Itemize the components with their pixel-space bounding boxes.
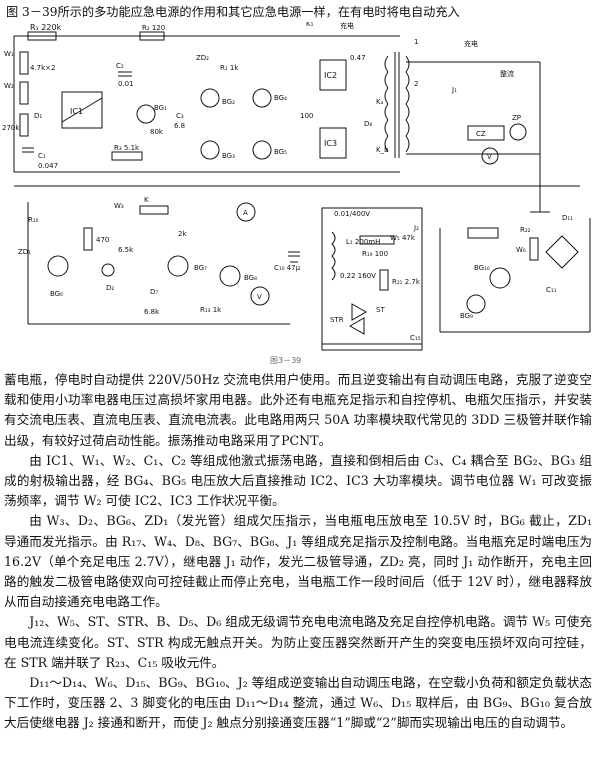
label-k1: 4.7k×2 (30, 64, 56, 72)
label-ka: Kₐ (376, 98, 384, 106)
label-c001: 0.01 (118, 80, 134, 88)
label-zp: ZP (512, 114, 521, 122)
label-ic2: IC2 (324, 71, 337, 80)
label-c3: C₃ (176, 112, 184, 120)
label-c11: C₁₁ (546, 286, 557, 294)
label-two: 2 (414, 80, 418, 88)
label-d1: D₁ (34, 112, 42, 120)
label-r270: 270k (2, 124, 20, 132)
label-r10: R₁₀ (28, 216, 39, 224)
figure-number: 图3－39 (270, 356, 302, 365)
caption-line: 图 3－39所示的多功能应急电源的作用和其它应急电源一样，在有电时将电自动充入 (6, 5, 460, 19)
label-j1: J₁ (451, 86, 457, 94)
label-bg7: BG₇ (194, 264, 207, 272)
label-bg3: BG₃ (222, 152, 235, 160)
label-bg10: BG₁₀ (474, 264, 490, 272)
label-c047: 0.47 (350, 54, 366, 62)
label-r27k: R₂₁ 2.7k (392, 278, 421, 286)
circuit-schematic: R₁ 220k W₁ 4.7k×2 W₂ D₁ 270k IC1 C₁ 0.04… (2, 22, 591, 351)
label-cz: CZ (476, 130, 486, 138)
label-r80k: 80k (150, 128, 164, 136)
label-bg8: BG₈ (244, 274, 257, 282)
label-r470: 470 (96, 236, 109, 244)
label-w3: W₃ (114, 202, 124, 210)
label-c65k: 6.5k (118, 246, 134, 254)
label-zd1: ZD₁ (18, 248, 31, 256)
label-w6: W₆ (516, 246, 526, 254)
label-vmeter: V (257, 293, 262, 301)
label-fuse: 充电 (464, 39, 478, 48)
label-c400v: 0.01/400V (334, 210, 370, 218)
label-bg5: BG₅ (274, 148, 287, 156)
label-c2: C₂ (116, 62, 124, 70)
label-rect: 整流 (500, 69, 514, 78)
label-ic3: IC3 (324, 139, 337, 148)
label-bg4: BG₄ (274, 94, 287, 102)
label-c022: 0.22 160V (340, 272, 376, 280)
label-r100b: R₁₉ 100 (362, 250, 388, 258)
label-c68: 6.8 (174, 122, 185, 130)
label-c2k: 2k (178, 230, 187, 238)
label-r1k: R₁ 1k (220, 64, 239, 72)
label-d11: D₁₁ (562, 214, 573, 222)
label-r120: R₂ 120 (142, 24, 165, 32)
paragraph-3: 由 W₃、D₂、BG₆、ZD₁（发光管）组成欠压指示，当电瓶电压放电至 10.5… (4, 513, 592, 610)
label-c1v: 0.047 (38, 162, 58, 170)
label-c68k: 6.8k (144, 308, 160, 316)
label-k: K (144, 196, 149, 204)
label-l1: L₁ 200mH (346, 238, 380, 246)
label-bg6: BG₆ (50, 290, 63, 298)
label-r22: R₂₂ (520, 226, 531, 234)
label-bg9: BG₉ (460, 312, 473, 320)
paragraph-5: D₁₁～D₁₄、W₆、D₁₅、BG₉、BG₁₀、J₂ 等组成逆变输出自动调压电路… (4, 675, 592, 731)
label-dz: D₇ (150, 288, 158, 296)
label-zd2: ZD₂ (196, 54, 209, 62)
label-st: ST (376, 306, 385, 314)
label-ic1: IC1 (70, 107, 83, 116)
label-cap47: C₁₀ 47μ (274, 264, 301, 272)
label-w1: W₁ (4, 50, 14, 58)
label-bg2: BG₂ (222, 98, 235, 106)
paragraph-2: 由 IC1、W₁、W₂、C₁、C₂ 等组成他激式振荡电路，直接和倒相后由 C₃、… (4, 452, 592, 509)
paragraph-4: J₁₂、W₅、ST、STR、B、D₅、D₆ 组成无级调节充电电流电路及充足自控停… (4, 614, 592, 670)
label-kb: K_b (376, 146, 389, 154)
label-a: A (243, 209, 248, 217)
label-one: 1 (414, 38, 418, 46)
label-j2: J₂ (413, 224, 419, 232)
label-c15: C₁₅ (410, 334, 421, 342)
body-text: 蓄电瓶，停电时自动提供 220V/50Hz 交流电供用户使用。而且逆变输出有自动… (4, 370, 592, 734)
label-r1: R₁ 220k (30, 23, 62, 32)
label-d2: D₂ (106, 284, 114, 292)
label-d8: D₈ (364, 120, 372, 128)
label-charge: 充电 (340, 22, 354, 30)
label-r100: 100 (300, 112, 313, 120)
label-k1relay: K₁ (306, 22, 314, 28)
label-c1: C₁ (38, 152, 46, 160)
label-w47k: W₅ 47k (390, 234, 416, 242)
label-v: V (487, 153, 492, 161)
label-r3: R₃ 5.1k (114, 144, 140, 152)
label-r1k2: R₁₃ 1k (200, 306, 222, 314)
label-bg1: BG₁ (154, 104, 167, 112)
label-str: STR (330, 316, 344, 324)
label-w2: W₂ (4, 82, 14, 90)
paragraph-1: 蓄电瓶，停电时自动提供 220V/50Hz 交流电供用户使用。而且逆变输出有自动… (4, 372, 592, 448)
